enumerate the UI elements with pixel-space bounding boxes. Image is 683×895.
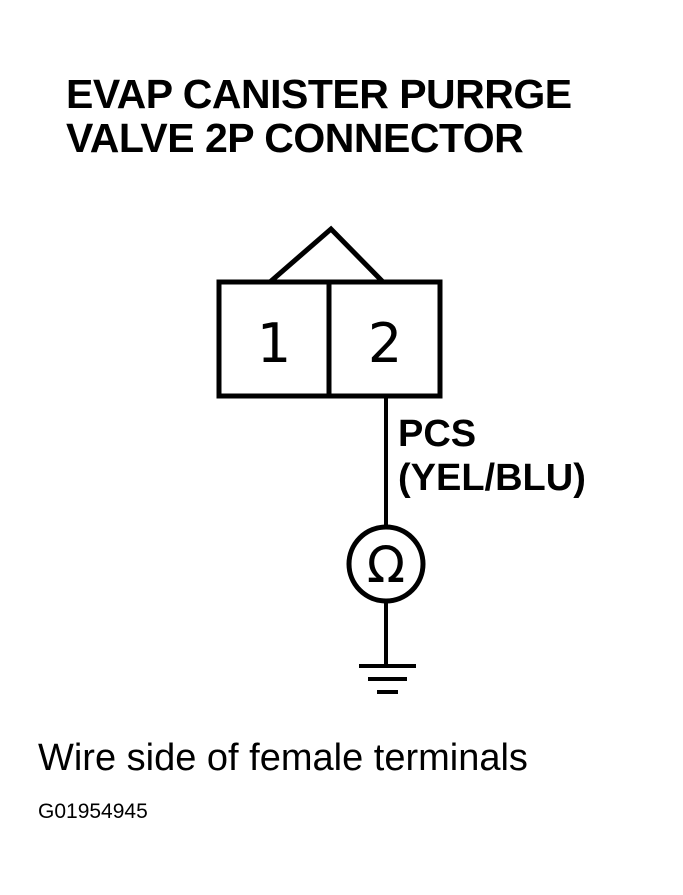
diagram-caption: Wire side of female terminals (38, 737, 528, 779)
connector-pin-2: 2 (368, 312, 402, 375)
connector-lock-tab (268, 225, 385, 284)
wire-color: (YEL/BLU) (398, 457, 586, 499)
diagram-title-line-1: EVAP CANISTER PURRGE (66, 71, 572, 117)
connector-pin-1: 1 (257, 312, 291, 375)
wire-name: PCS (398, 413, 477, 455)
diagram-title: EVAP CANISTER PURRGE VALVE 2P CONNECTOR (66, 72, 572, 160)
diagram-title-line-2: VALVE 2P CONNECTOR (66, 115, 524, 161)
ground-icon (359, 664, 416, 694)
wire-label: PCS (YEL/BLU) (398, 412, 586, 500)
figure-id: G01954945 (38, 800, 148, 823)
ohm-symbol: Ω (367, 536, 405, 594)
